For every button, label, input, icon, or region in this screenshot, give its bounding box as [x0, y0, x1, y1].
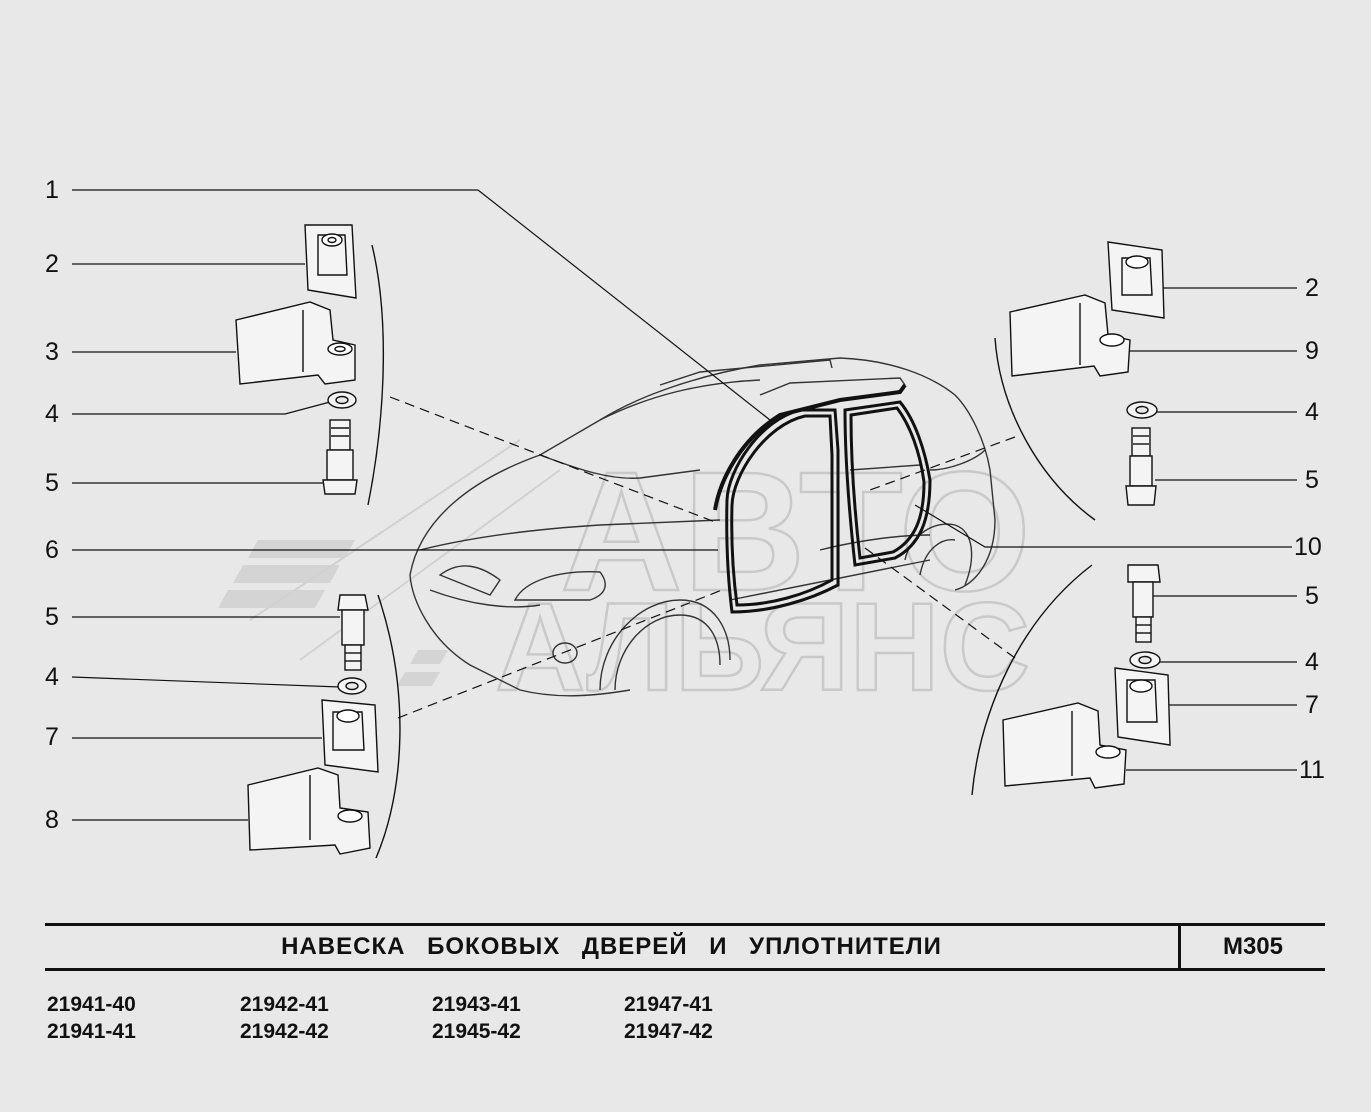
car-illustration: [409, 357, 996, 697]
callout-left-1: 1: [45, 176, 59, 204]
hinge-pin-part-right-lower: [1127, 564, 1161, 643]
callout-right-8: 7: [1305, 691, 1319, 719]
hinge-pin-part-left-upper: [322, 419, 358, 495]
callout-left-7: 5: [45, 603, 59, 631]
callout-right-4: 5: [1305, 466, 1319, 494]
title-bar: НАВЕСКА БОКОВЫХ ДВЕРЕЙ И УПЛОТНИТЕЛИ М30…: [45, 923, 1325, 971]
washer-part-right-lower: [1129, 651, 1161, 669]
diagram-title: НАВЕСКА БОКОВЫХ ДВЕРЕЙ И УПЛОТНИТЕЛИ: [45, 926, 1181, 968]
model-code: 21941-41: [47, 1020, 136, 1043]
callout-left-5: 5: [45, 469, 59, 497]
lower-hinge-body-part-right: [1002, 702, 1127, 789]
callout-right-5: 10: [1294, 533, 1322, 561]
callout-left-4: 4: [45, 400, 59, 428]
callout-left-2: 2: [45, 250, 59, 278]
upper-hinge-door-part-right: [1107, 241, 1165, 319]
model-code: 21945-42: [432, 1020, 521, 1043]
upper-hinge-body-part-left: [235, 301, 356, 385]
model-code: 21942-42: [240, 1020, 329, 1043]
callout-left-9: 7: [45, 723, 59, 751]
door-seals: [713, 383, 932, 614]
left-parts: [235, 224, 379, 855]
callout-left-6: 6: [45, 536, 59, 564]
washer-part-left-upper: [327, 391, 357, 409]
model-code: 21941-40: [47, 993, 136, 1016]
callout-right-3: 4: [1305, 398, 1319, 426]
lower-hinge-door-part-left: [321, 699, 379, 773]
leader-lines-right: [914, 287, 1297, 771]
model-code: 21942-41: [240, 993, 329, 1016]
callout-right-7: 4: [1305, 648, 1319, 676]
model-code: 21943-41: [432, 993, 521, 1016]
washer-part-right-upper: [1126, 401, 1158, 419]
callout-left-3: 3: [45, 338, 59, 366]
callout-left-10: 8: [45, 806, 59, 834]
hinge-pin-part-left-lower: [337, 594, 369, 671]
diagram-code: М305: [1222, 933, 1284, 960]
right-parts: [1002, 241, 1171, 789]
callout-left-8: 4: [45, 663, 59, 691]
lower-hinge-body-part-left: [247, 767, 371, 855]
model-code: 21947-42: [624, 1020, 713, 1043]
callout-right-6: 5: [1305, 582, 1319, 610]
callout-right-1: 2: [1305, 274, 1319, 302]
callout-right-9: 11: [1299, 756, 1325, 784]
upper-hinge-body-part-right: [1009, 294, 1131, 377]
dashed-lines: [389, 396, 1016, 719]
hinge-pin-part-right-upper: [1125, 427, 1157, 506]
washer-part-left-lower: [337, 677, 367, 695]
leader-lines-left: [71, 189, 771, 821]
upper-hinge-door-part-left: [304, 224, 357, 299]
parts-diagram: АВТО АЛЬЯНС: [71, 189, 1297, 859]
callout-right-2: 9: [1305, 337, 1319, 365]
model-code: 21947-41: [624, 993, 713, 1016]
arc-brackets: [367, 244, 1096, 859]
lower-hinge-door-part-right: [1114, 667, 1171, 746]
